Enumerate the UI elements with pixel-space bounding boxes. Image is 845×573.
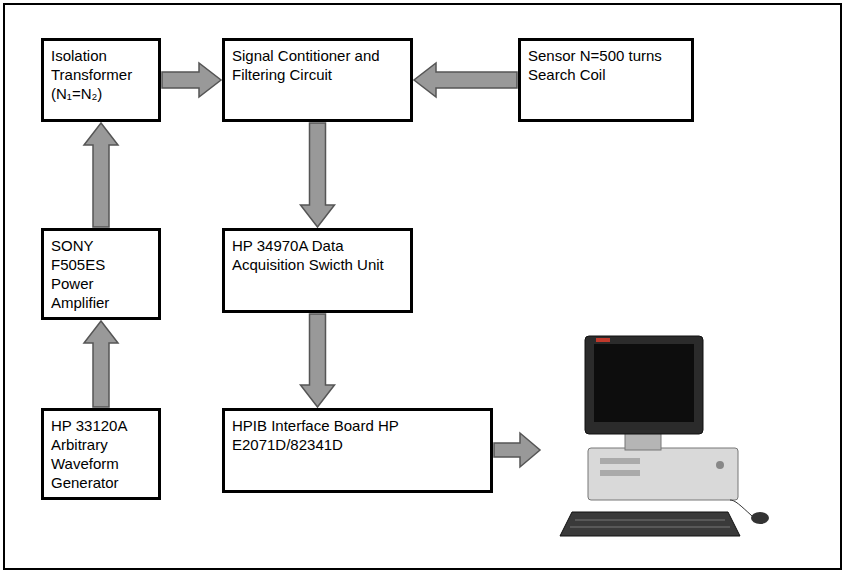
drive-bay — [600, 470, 640, 476]
mouse-cable — [730, 500, 752, 516]
block-arrow — [84, 321, 118, 407]
process-box: HP 33120A Arbitrary Waveform Generator — [41, 408, 161, 500]
process-box: HP 34970A Data Acquisition Swicth Unit — [222, 228, 413, 313]
keyboard-keys — [575, 520, 725, 521]
block-arrow — [162, 63, 221, 97]
block-arrow — [301, 314, 335, 407]
block-arrow — [301, 123, 335, 227]
box-label: HPIB Interface Board HP E2071D/82341D — [232, 416, 483, 454]
process-box: Signal Contitioner and Filtering Circuit — [222, 38, 413, 122]
box-label: Isolation Transformer (N₁=N₂) — [51, 46, 151, 103]
process-box: Isolation Transformer (N₁=N₂) — [41, 38, 161, 122]
box-label: SONY F505ES Power Amplifier — [51, 236, 151, 312]
process-box: HPIB Interface Board HP E2071D/82341D — [222, 408, 493, 493]
box-label: HP 34970A Data Acquisition Swicth Unit — [232, 236, 403, 274]
block-arrow — [414, 63, 517, 97]
process-box: Sensor N=500 turns Search Coil — [518, 38, 694, 122]
computer-case — [588, 448, 738, 500]
box-label: Signal Contitioner and Filtering Circuit — [232, 46, 403, 84]
keyboard — [560, 512, 740, 536]
process-box: SONY F505ES Power Amplifier — [41, 228, 161, 320]
box-label: Sensor N=500 turns Search Coil — [528, 46, 684, 84]
box-label: HP 33120A Arbitrary Waveform Generator — [51, 416, 151, 492]
keyboard-keys — [570, 527, 730, 528]
monitor — [585, 336, 703, 434]
monitor-screen — [594, 344, 694, 422]
block-arrow — [494, 433, 540, 467]
drive-bay — [600, 458, 640, 464]
monitor-logo — [596, 338, 610, 342]
power-button — [716, 461, 724, 469]
block-arrow — [84, 123, 118, 227]
mouse — [751, 512, 769, 524]
